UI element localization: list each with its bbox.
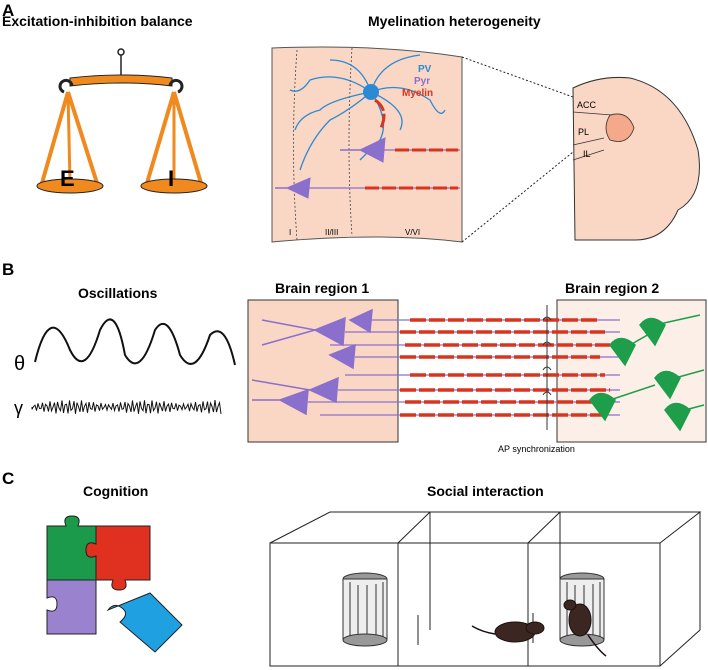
gamma-symbol: γ: [14, 398, 23, 418]
theta-symbol: θ: [14, 353, 25, 375]
puzzle-icon: [46, 515, 183, 653]
myelin-segments: [365, 98, 458, 190]
region-il: IL: [583, 149, 591, 159]
cognition-title: Cognition: [83, 483, 148, 499]
region-acc: ACC: [577, 100, 597, 110]
myelin-title: Myelination heterogeneity: [368, 13, 541, 29]
wire-cage-left-icon: [342, 572, 388, 647]
panel-letter-c: C: [2, 469, 14, 488]
mouse-test-icon: [471, 621, 545, 643]
prefrontal-cortex-icon: [572, 77, 700, 241]
mouse-stranger-icon: [563, 599, 607, 657]
balance-title: Excitation-inhibition balance: [2, 13, 193, 29]
layer-label-ii-iii: II/III: [325, 228, 338, 237]
region1-box: [247, 299, 399, 443]
legend-pv: PV: [418, 64, 432, 75]
balance-scale-icon: [36, 48, 208, 194]
pv-neuron-icon: [363, 84, 379, 100]
panel-letter-a: A: [2, 1, 14, 20]
social-title: Social interaction: [427, 483, 544, 499]
region-pl: PL: [578, 127, 589, 137]
ap-sync-label: AP synchronization: [498, 444, 575, 454]
region2-title: Brain region 2: [565, 280, 659, 296]
theta-wave: [34, 318, 236, 366]
cortex-section: [271, 46, 463, 243]
region2-neurons: [589, 314, 705, 432]
zoom-line-bottom: [461, 151, 574, 243]
legend-myelin: Myelin: [402, 88, 433, 99]
panel-letter-b: B: [2, 260, 14, 279]
ap-spikes: [542, 305, 552, 430]
three-chamber-apparatus: [269, 511, 702, 667]
gamma-wave: [31, 400, 222, 414]
layer-label-i: I: [289, 228, 291, 237]
legend-pyr: Pyr: [414, 76, 430, 87]
pan-label-e: E: [60, 166, 75, 191]
layer-label-v-vi: V/VI: [405, 228, 420, 237]
region1-pyr-neurons: [251, 308, 373, 416]
oscillations-title: Oscillations: [78, 285, 158, 301]
pan-label-i: I: [168, 166, 174, 191]
region1-title: Brain region 1: [275, 280, 369, 296]
axon-bundle: [308, 318, 620, 417]
zoom-line-top: [461, 56, 574, 98]
